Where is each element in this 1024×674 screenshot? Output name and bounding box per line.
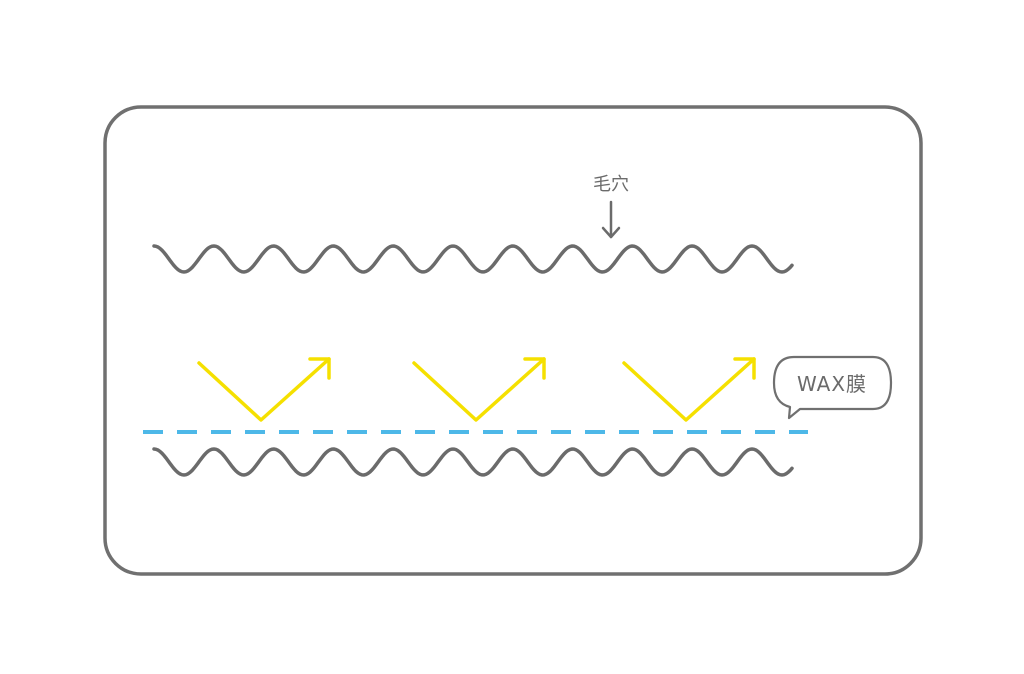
speech-bubble-icon [772, 355, 893, 420]
wax-film-callout: WAX膜 [772, 355, 893, 420]
wax-film-label: WAX膜 [797, 372, 867, 396]
skin-surface-wave-bottom [152, 447, 794, 477]
diagram-frame [103, 105, 923, 576]
skin-surface-wave-top [152, 244, 794, 274]
pore-label: 毛穴 [593, 174, 629, 195]
light-reflection-arrows [197, 357, 756, 422]
reflection-arrow-icon [412, 357, 546, 422]
reflection-arrow-icon [197, 357, 331, 422]
pore-arrow-icon [601, 200, 621, 239]
reflection-arrow-icon [622, 357, 756, 422]
